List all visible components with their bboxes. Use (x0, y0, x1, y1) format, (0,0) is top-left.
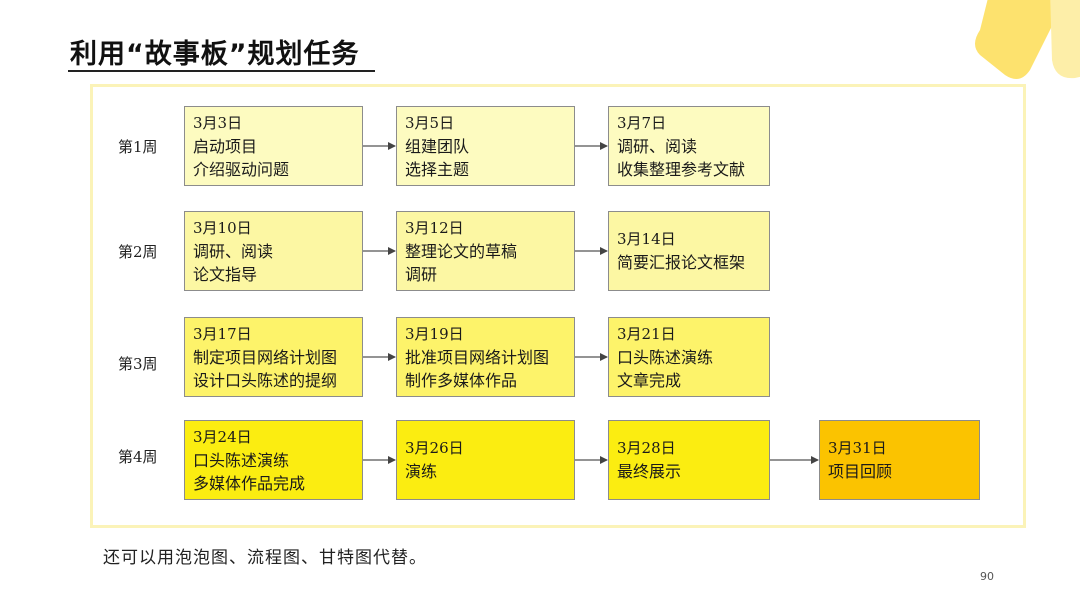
task-card-mar-24: 3月24日 口头陈述演练 多媒体作品完成 (184, 420, 363, 500)
task-card-mar-10: 3月10日 调研、阅读 论文指导 (184, 211, 363, 291)
card-task: 调研 (405, 264, 438, 284)
card-task: 项目回顾 (828, 462, 893, 481)
card-task: 调研、阅读 (617, 136, 698, 156)
card-date: 3月24日 (193, 427, 252, 446)
task-card-mar-21: 3月21日 口头陈述演练 文章完成 (608, 317, 770, 397)
task-card-mar-14: 3月14日 简要汇报论文框架 (608, 211, 770, 291)
card-task: 启动项目 (193, 136, 258, 156)
alternative-note: 还可以用泡泡图、流程图、甘特图代替。 (103, 548, 427, 568)
card-task: 简要汇报论文框架 (617, 253, 746, 272)
card-task: 制定项目网络计划图 (193, 347, 338, 367)
card-task: 组建团队 (405, 136, 470, 156)
card-task: 收集整理参考文献 (617, 159, 746, 179)
card-task: 调研、阅读 (193, 241, 274, 261)
card-task: 论文指导 (193, 264, 258, 284)
card-task: 设计口头陈述的提纲 (193, 370, 338, 390)
card-task: 文章完成 (617, 370, 682, 390)
task-card-mar-31: 3月31日 项目回顾 (819, 420, 980, 500)
card-date: 3月19日 (405, 324, 464, 343)
task-card-mar-12: 3月12日 整理论文的草稿 调研 (396, 211, 575, 291)
card-task: 制作多媒体作品 (405, 370, 518, 390)
card-task: 整理论文的草稿 (405, 241, 518, 261)
card-task: 介绍驱动问题 (193, 159, 290, 179)
task-card-mar-5: 3月5日 组建团队 选择主题 (396, 106, 575, 186)
card-date: 3月14日 (617, 230, 676, 248)
task-card-mar-19: 3月19日 批准项目网络计划图 制作多媒体作品 (396, 317, 575, 397)
task-card-mar-17: 3月17日 制定项目网络计划图 设计口头陈述的提纲 (184, 317, 363, 397)
card-date: 3月5日 (405, 113, 455, 132)
page-number: 90 (980, 570, 994, 583)
card-date: 3月17日 (193, 324, 252, 343)
task-card-mar-26: 3月26日 演练 (396, 420, 575, 500)
card-task: 口头陈述演练 (193, 450, 290, 470)
page-title: 利用“故事板”规划任务 (70, 39, 360, 70)
corner-decoration (880, 0, 1080, 90)
task-card-mar-28: 3月28日 最终展示 (608, 420, 770, 500)
card-task: 批准项目网络计划图 (405, 347, 550, 367)
card-task: 选择主题 (405, 159, 470, 179)
card-date: 3月31日 (828, 439, 887, 457)
card-date: 3月12日 (405, 218, 464, 237)
card-date: 3月3日 (193, 113, 243, 132)
card-date: 3月7日 (617, 113, 667, 132)
week-label-4: 第4周 (118, 448, 158, 466)
task-card-mar-7: 3月7日 调研、阅读 收集整理参考文献 (608, 106, 770, 186)
card-date: 3月10日 (193, 218, 252, 237)
week-label-1: 第1周 (118, 138, 158, 156)
week-label-2: 第2周 (118, 243, 158, 261)
card-date: 3月21日 (617, 324, 676, 343)
title-underline (68, 70, 375, 72)
card-task: 最终展示 (617, 462, 682, 481)
card-date: 3月26日 (405, 439, 464, 457)
week-label-3: 第3周 (118, 355, 158, 373)
task-card-mar-3: 3月3日 启动项目 介绍驱动问题 (184, 106, 363, 186)
card-task: 演练 (405, 462, 438, 481)
card-date: 3月28日 (617, 439, 676, 457)
card-task: 口头陈述演练 (617, 347, 714, 367)
card-task: 多媒体作品完成 (193, 473, 306, 493)
